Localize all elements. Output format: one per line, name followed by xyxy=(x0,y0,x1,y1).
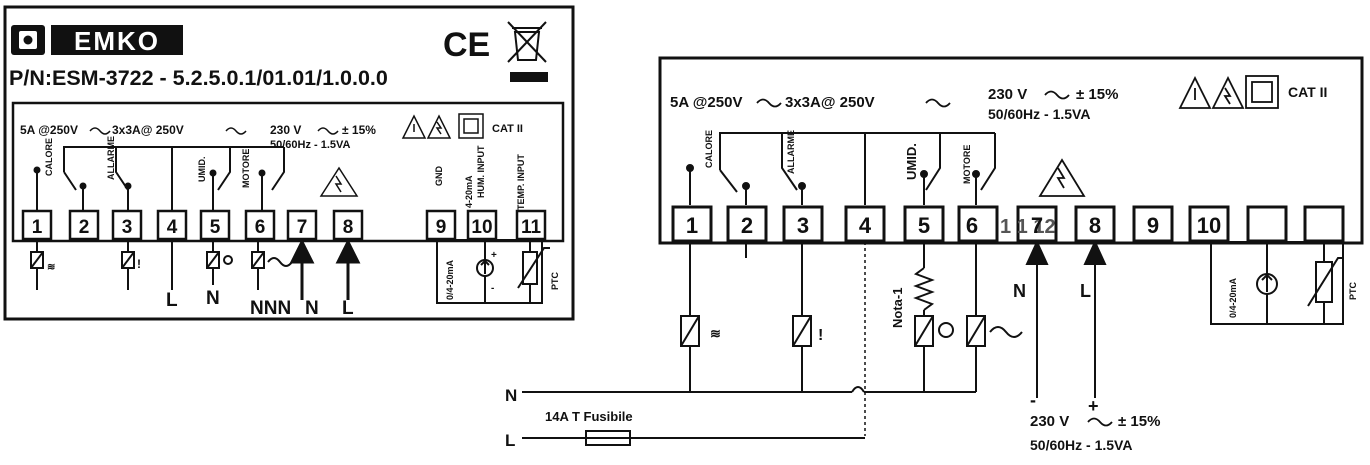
right-fuse xyxy=(522,430,865,446)
right-terminal-block xyxy=(671,205,1345,243)
left-bottom-nnn: NNN xyxy=(250,298,291,319)
left-input-range-label: 0/4-20mA xyxy=(445,259,455,300)
right-input-wiring xyxy=(1210,241,1344,325)
left-terminal-9: 9 xyxy=(436,217,447,238)
right-supply-voltage: 230 V xyxy=(988,86,1027,103)
left-input-hum: HUM. INPUT xyxy=(476,145,486,198)
right-supply-n: N xyxy=(505,386,517,405)
right-plus: + xyxy=(1088,396,1099,416)
right-warning-icons xyxy=(1178,75,1279,109)
left-hazard-icon xyxy=(319,166,359,197)
left-device-label: EMKO CE P/N:ESM-3722 - 5.2.5.0.1/01.01/1… xyxy=(3,5,575,321)
left-supply-arrows xyxy=(289,238,361,300)
right-relay-calore: CALORE xyxy=(704,130,714,168)
right-terminal-4: 4 xyxy=(859,213,872,238)
right-terminal-10: 10 xyxy=(1197,213,1221,238)
part-number: P/N:ESM-3722 - 5.2.5.0.1/01.01/1.0.0.0 xyxy=(9,66,388,90)
right-heat-symbol: ≋ xyxy=(710,326,721,341)
left-terminal-4: 4 xyxy=(167,217,178,238)
left-supply-voltage: 230 V xyxy=(270,123,301,137)
right-bottom-tolerance: ± 15% xyxy=(1118,413,1160,430)
left-relay-rating: 5A @250V xyxy=(20,123,78,137)
right-bottom-voltage: 230 V xyxy=(1030,413,1069,430)
right-phase-l: L xyxy=(1080,281,1091,301)
left-label-frame xyxy=(3,5,575,321)
left-terminal-3: 3 xyxy=(122,217,133,238)
left-terminal-7: 7 xyxy=(297,217,308,238)
left-terminal-2: 2 xyxy=(79,217,90,238)
left-heat-symbol: ≋ xyxy=(47,262,55,273)
left-relay-wiring xyxy=(33,146,285,210)
left-bottom-l8: L xyxy=(342,298,354,319)
right-wiring-diagram: 5A @250V 3x3A@ 250V 230 V ± 15% 50/60Hz … xyxy=(505,56,1364,453)
ce-mark: CE xyxy=(443,26,490,64)
brand-name: EMKO xyxy=(74,26,160,56)
left-relay-calore: CALORE xyxy=(44,138,54,176)
right-fuse-label: 14A T Fusibile xyxy=(545,409,633,424)
left-input-temp: TEMP. INPUT xyxy=(516,154,526,210)
right-relay-rating-2: 3x3A@ 250V xyxy=(785,94,875,111)
right-nota: Nota-1 xyxy=(890,288,905,328)
left-relay-rating-2: 3x3A@ 250V xyxy=(112,123,184,137)
left-terminal-5: 5 xyxy=(210,217,221,238)
right-alarm-symbol: ! xyxy=(818,327,823,344)
right-faded-terminals: 1 1 12 xyxy=(1000,216,1056,238)
right-relay-motore: MOTORE xyxy=(962,145,972,184)
left-category: CAT II xyxy=(492,123,523,135)
right-terminal-1: 1 xyxy=(686,213,698,238)
right-supply-l: L xyxy=(505,431,515,450)
right-phase-n: N xyxy=(1013,281,1026,301)
left-minus: - xyxy=(491,283,494,294)
left-input-gnd: GND xyxy=(434,166,444,187)
right-terminal-8: 8 xyxy=(1089,213,1101,238)
right-minus: - xyxy=(1030,390,1036,410)
left-relay-allarme: ALLARME xyxy=(106,136,116,180)
right-relay-umid: UMID. xyxy=(904,143,919,180)
left-input-wiring xyxy=(436,239,550,304)
right-terminal-3: 3 xyxy=(797,213,809,238)
right-supply-freq: 50/60Hz - 1.5VA xyxy=(988,106,1090,122)
emko-logo: EMKO xyxy=(11,25,183,56)
left-terminal-10: 10 xyxy=(471,217,492,238)
left-terminal-block xyxy=(21,209,547,241)
left-bottom-n5: N xyxy=(206,288,220,309)
right-hazard-icon xyxy=(1038,158,1086,197)
right-supply-arrows xyxy=(1025,239,1107,398)
right-relay-allarme: ALLARME xyxy=(786,130,796,174)
left-terminal-panel xyxy=(11,101,565,243)
right-relay-wiring xyxy=(686,132,996,205)
right-category: CAT II xyxy=(1288,84,1327,100)
right-relay-rating: 5A @250V xyxy=(670,94,742,111)
left-alarm-symbol: ! xyxy=(137,257,141,271)
left-warning-icons xyxy=(401,113,484,139)
left-bottom-n7: N xyxy=(305,298,319,319)
right-terminal-5: 5 xyxy=(918,213,930,238)
right-bottom-freq: 50/60Hz - 1.5VA xyxy=(1030,437,1132,453)
left-terminal-8: 8 xyxy=(343,217,354,238)
right-supply-tolerance: ± 15% xyxy=(1076,86,1118,103)
left-supply-tolerance: ± 15% xyxy=(342,123,376,137)
left-terminal-11: 11 xyxy=(521,217,542,238)
weee-bin-icon xyxy=(507,21,548,82)
left-load-wiring xyxy=(30,240,293,290)
left-ptc: PTC xyxy=(550,271,560,290)
left-bottom-l4: L xyxy=(166,290,178,311)
left-terminal-1: 1 xyxy=(32,217,43,238)
right-load-wiring xyxy=(522,242,1023,393)
right-terminal-9: 9 xyxy=(1147,213,1159,238)
right-terminal-7: 7 xyxy=(1031,213,1043,238)
left-input-range: 4-20mA xyxy=(464,175,474,208)
right-ptc: PTC xyxy=(1348,281,1358,300)
left-terminal-6: 6 xyxy=(255,217,266,238)
left-relay-umid: UMID. xyxy=(197,157,207,183)
right-terminal-2: 2 xyxy=(741,213,753,238)
left-plus: + xyxy=(491,250,497,261)
right-device-frame xyxy=(658,56,1364,245)
right-input-range: 0/4-20mA xyxy=(1228,277,1238,318)
right-terminal-6: 6 xyxy=(966,213,978,238)
left-supply-freq: 50/60Hz - 1.5VA xyxy=(270,139,351,151)
left-relay-motore: MOTORE xyxy=(241,149,251,188)
